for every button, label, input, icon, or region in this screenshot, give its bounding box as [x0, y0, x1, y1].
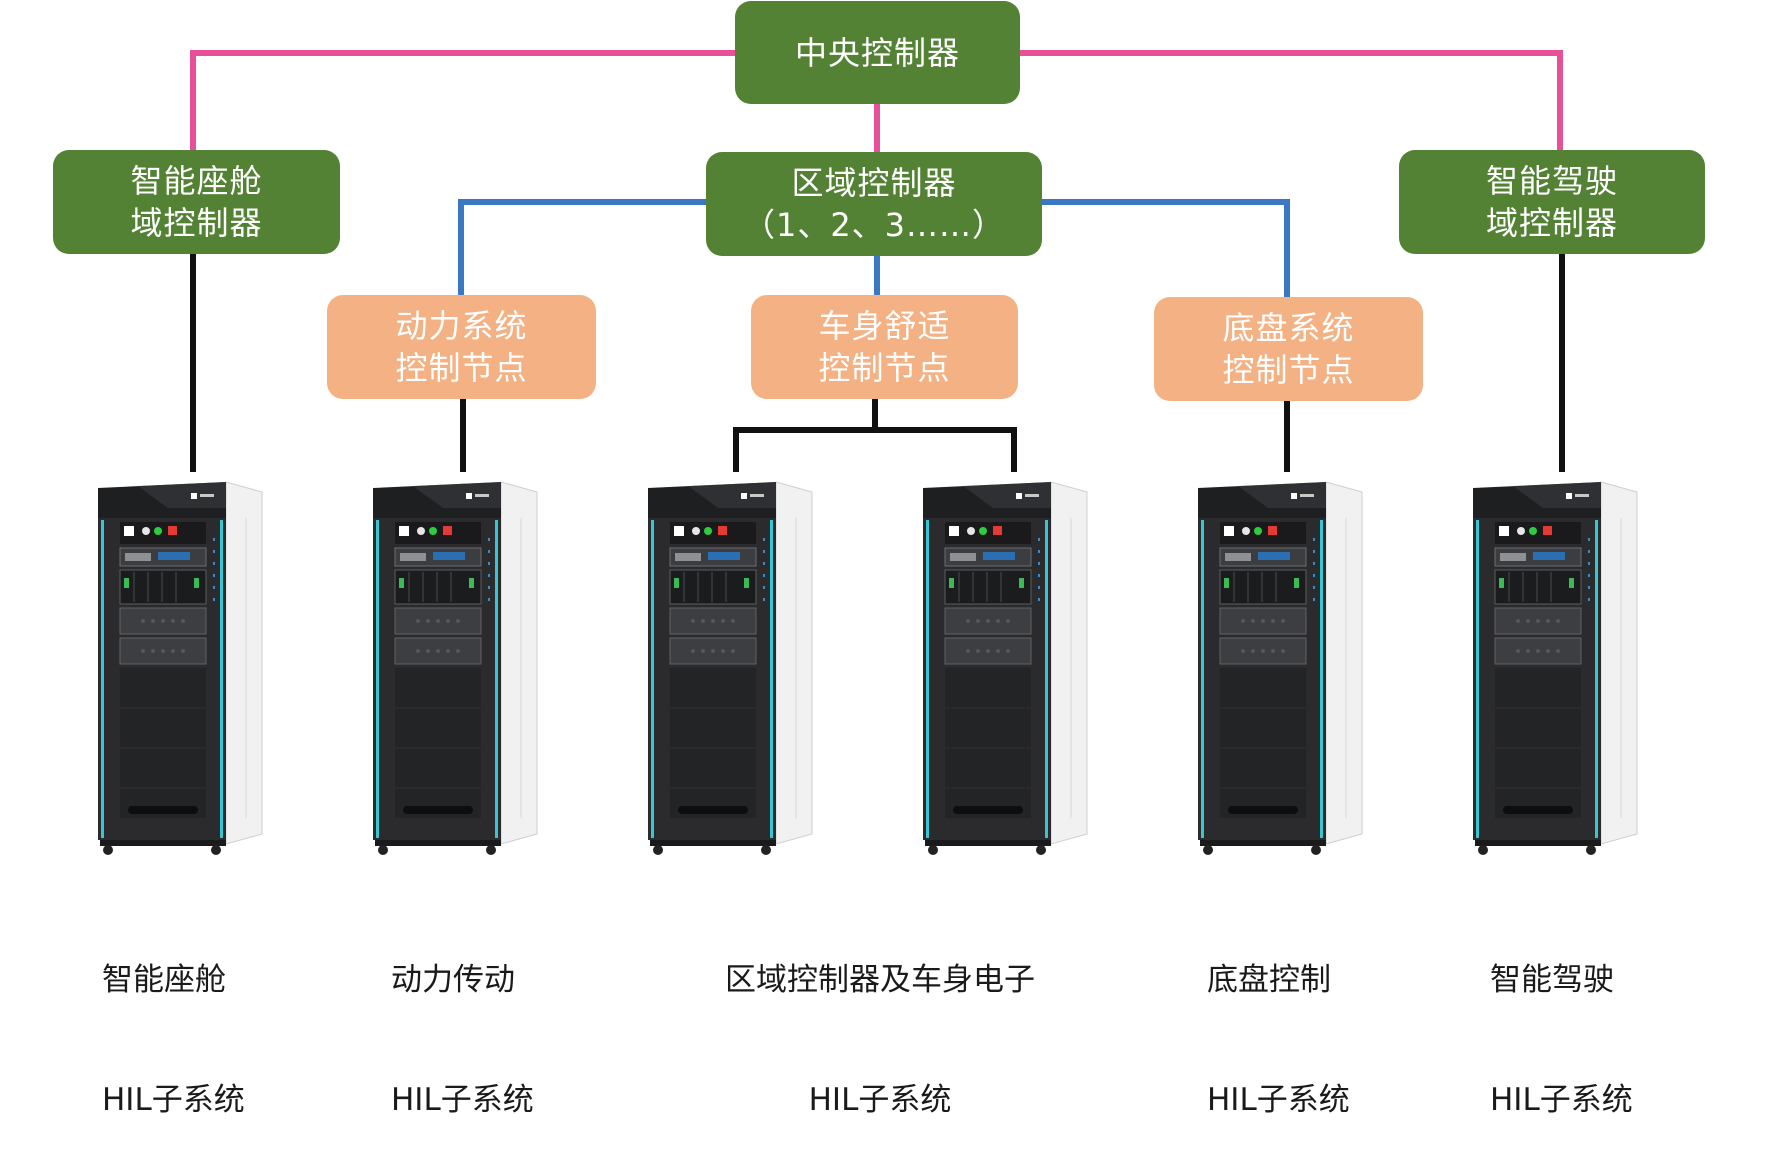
hil-cabinet-body: [923, 478, 1095, 860]
cockpit-domain-line2: 域控制器: [130, 204, 263, 242]
body-node-line2: 控制节点: [818, 349, 951, 387]
hil-cabinet-powertrain: [373, 478, 545, 860]
adas-domain-line2: 域控制器: [1485, 204, 1618, 242]
hil-cabinet-zonal: [648, 478, 820, 860]
caption-adas-line1: 智能驾驶: [1490, 962, 1614, 998]
cockpit-domain-line1: 智能座舱: [130, 162, 263, 200]
adas-domain-controller-box: 智能驾驶 域控制器: [1399, 150, 1705, 254]
powertrain-node-box: 动力系统 控制节点: [327, 295, 596, 399]
caption-chassis-line2: HIL子系统: [1207, 1082, 1350, 1118]
link-central-cockpit: [190, 50, 735, 150]
caption-chassis: 底盘控制 HIL子系统: [1207, 880, 1350, 1160]
zonal-controller-line2: （1、2、3……）: [742, 206, 1006, 244]
zonal-controller-box: 区域控制器 （1、2、3……）: [706, 152, 1042, 256]
link-body-cabinets: [733, 427, 1017, 472]
link-zonal-powertrain: [458, 199, 706, 295]
central-controller-label: 中央控制器: [794, 33, 960, 72]
caption-cockpit: 智能座舱 HIL子系统: [102, 880, 245, 1160]
chassis-node-line2: 控制节点: [1222, 351, 1355, 389]
hil-cabinet-cockpit: [98, 478, 270, 860]
caption-zonal-body-line2: HIL子系统: [808, 1082, 952, 1118]
cockpit-domain-controller-box: 智能座舱 域控制器: [53, 150, 340, 254]
chassis-node-box: 底盘系统 控制节点: [1154, 297, 1423, 401]
hil-cabinet-adas: [1473, 478, 1645, 860]
zonal-controller-line1: 区域控制器: [791, 164, 957, 202]
caption-powertrain: 动力传动 HIL子系统: [391, 880, 534, 1160]
powertrain-node-line1: 动力系统: [395, 307, 528, 345]
caption-adas-line2: HIL子系统: [1490, 1082, 1633, 1118]
caption-zonal-body-line1: 区域控制器及车身电子: [725, 962, 1035, 998]
chassis-node-line1: 底盘系统: [1222, 309, 1355, 347]
central-controller-box: 中央控制器: [735, 1, 1020, 104]
link-central-adas: [1020, 50, 1563, 150]
powertrain-node-line2: 控制节点: [395, 349, 528, 387]
caption-cockpit-line1: 智能座舱: [102, 962, 226, 998]
caption-adas: 智能驾驶 HIL子系统: [1490, 880, 1633, 1160]
caption-powertrain-line1: 动力传动: [391, 962, 515, 998]
connection-lines: [190, 50, 1565, 472]
caption-powertrain-line2: HIL子系统: [391, 1082, 534, 1118]
adas-domain-line1: 智能驾驶: [1485, 162, 1618, 200]
link-zonal-chassis: [1042, 199, 1290, 297]
caption-chassis-line1: 底盘控制: [1207, 962, 1331, 998]
body-node-box: 车身舒适 控制节点: [751, 295, 1018, 399]
body-node-line1: 车身舒适: [818, 307, 951, 345]
caption-cockpit-line2: HIL子系统: [102, 1082, 245, 1118]
hil-cabinet-chassis: [1198, 478, 1370, 860]
caption-zonal-body: 区域控制器及车身电子 HIL子系统: [712, 880, 1048, 1160]
